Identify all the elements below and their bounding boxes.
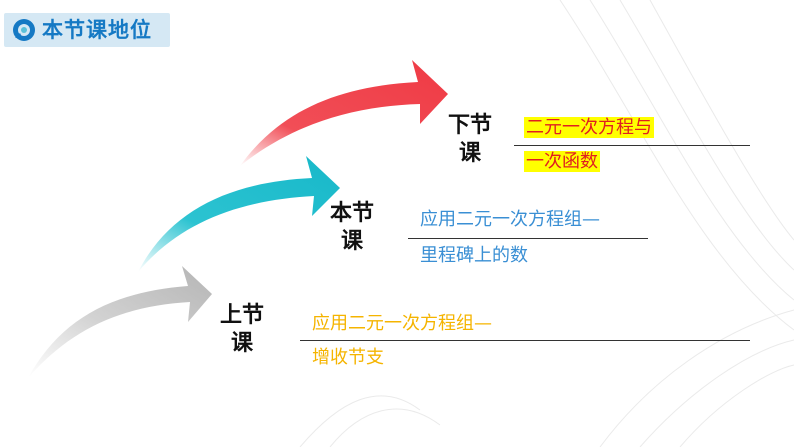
current-lesson-arrow bbox=[138, 156, 340, 272]
next-lesson-line1-text: 二元一次方程与 bbox=[524, 117, 654, 138]
page-title: 本节课地位 bbox=[42, 18, 152, 42]
previous-lesson-divider bbox=[300, 340, 750, 341]
next-lesson-line1: 二元一次方程与 bbox=[524, 116, 654, 140]
next-lesson-label: 下节 课 bbox=[440, 112, 500, 168]
next-lesson-label-bottom: 课 bbox=[458, 141, 481, 166]
speech-bubble-logo-icon bbox=[13, 19, 35, 41]
next-lesson-line2-text: 一次函数 bbox=[524, 151, 600, 172]
current-lesson-label: 本节 课 bbox=[322, 200, 382, 256]
next-lesson-arrow bbox=[240, 60, 448, 166]
current-lesson-line2: 里程碑上的数 bbox=[420, 245, 528, 266]
previous-lesson-arrow bbox=[28, 266, 212, 378]
next-lesson-line2: 一次函数 bbox=[524, 150, 600, 174]
current-lesson-divider bbox=[408, 238, 648, 239]
previous-lesson-label-top: 上节 bbox=[219, 303, 264, 328]
current-lesson-label-bottom: 课 bbox=[340, 229, 363, 254]
next-lesson-divider bbox=[514, 145, 750, 146]
current-lesson-line1: 应用二元一次方程组— bbox=[420, 209, 600, 230]
next-lesson-label-top: 下节 bbox=[447, 113, 492, 138]
previous-lesson-line1: 应用二元一次方程组— bbox=[312, 313, 492, 334]
section-title-bar: 本节课地位 bbox=[4, 13, 170, 47]
current-lesson-label-top: 本节 bbox=[329, 201, 374, 226]
previous-lesson-label-bottom: 课 bbox=[230, 331, 253, 356]
previous-lesson-line2: 增收节支 bbox=[312, 347, 384, 368]
previous-lesson-label: 上节 课 bbox=[212, 302, 272, 358]
